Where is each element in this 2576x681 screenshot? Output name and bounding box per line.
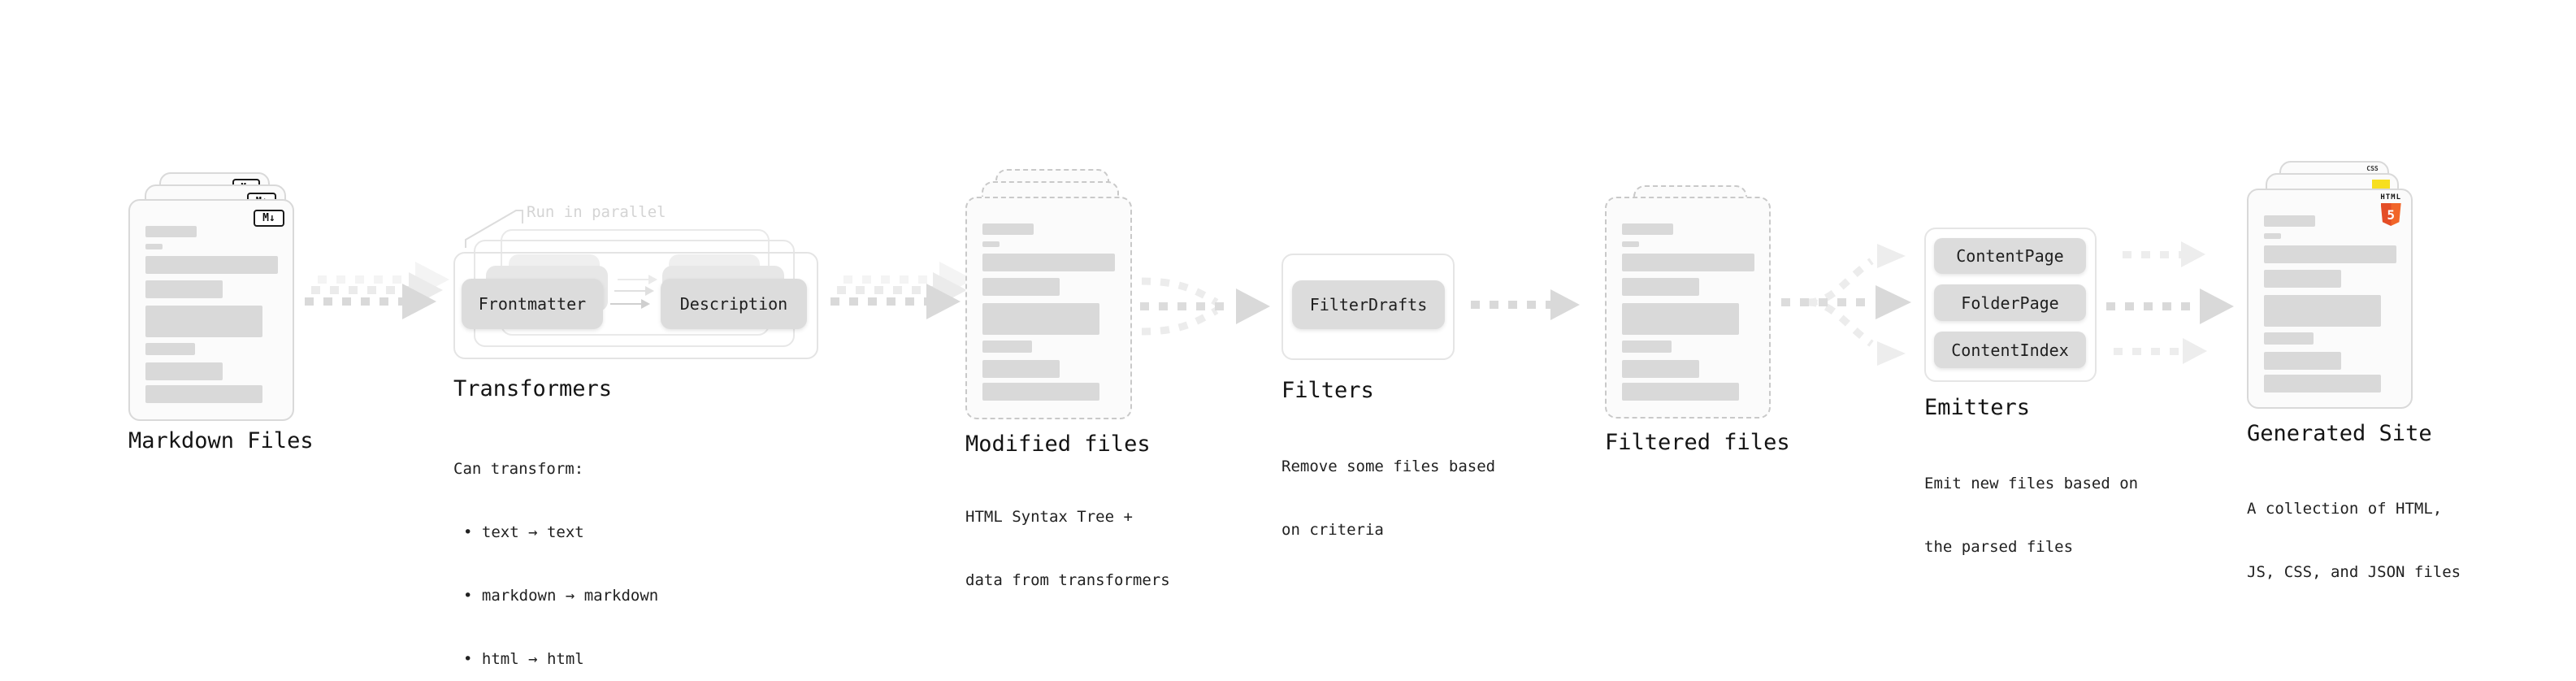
subtitle-line: Remove some files based bbox=[1281, 458, 1496, 475]
markdown-icon: M↓ bbox=[254, 210, 284, 227]
file-text-bar bbox=[2264, 352, 2341, 370]
transformer-frontmatter-box: Frontmatter bbox=[462, 279, 603, 329]
file-text-bar bbox=[1622, 241, 1639, 247]
file-text-bar bbox=[1622, 340, 1672, 353]
emitters-container bbox=[1924, 228, 2097, 382]
file-text-bar bbox=[982, 241, 1000, 247]
file-text-bar bbox=[2264, 245, 2396, 263]
subtitle-line: on criteria bbox=[1281, 521, 1384, 539]
flow-arrow-modified-to-filters bbox=[1140, 277, 1270, 336]
transformer-layer-front bbox=[453, 252, 818, 359]
transformers-description: Can transform: • text → text • markdown … bbox=[453, 416, 658, 681]
transform-arrow-ghost bbox=[614, 286, 654, 296]
emitter-output-arrow-middle bbox=[2106, 288, 2234, 324]
flow-arrow-filters-to-filtered bbox=[1471, 289, 1580, 320]
file-text-bar bbox=[2264, 270, 2341, 288]
file-text-bar bbox=[1622, 254, 1754, 271]
transform-arrow-ghost bbox=[618, 275, 657, 284]
flow-arrow-transformers-to-modified bbox=[830, 284, 961, 319]
markdown-files-title: Markdown Files bbox=[128, 428, 314, 453]
transformers-bullet: • text → text bbox=[463, 523, 584, 541]
run-in-parallel-leader-line bbox=[465, 210, 523, 248]
modified-files-subtitle: HTML Syntax Tree + data from transformer… bbox=[965, 464, 1170, 633]
file-text-bar bbox=[982, 223, 1034, 235]
subtitle-line: data from transformers bbox=[965, 571, 1170, 589]
generated-file-card: HTML 5 bbox=[2247, 189, 2413, 409]
transformers-title: Transformers bbox=[453, 376, 613, 401]
emitter-contentpage-box: ContentPage bbox=[1934, 238, 2086, 274]
subtitle-line: Emit new files based on bbox=[1924, 475, 2139, 492]
subtitle-line: the parsed files bbox=[1924, 538, 2074, 556]
filter-drafts-box: FilterDrafts bbox=[1292, 280, 1445, 329]
emitter-output-arrow-top bbox=[2123, 241, 2205, 267]
modified-file-card bbox=[965, 197, 1132, 419]
markdown-file-card: M↓ bbox=[128, 199, 294, 421]
html5-shield: 5 bbox=[2380, 203, 2401, 226]
subtitle-line: A collection of HTML, bbox=[2247, 500, 2443, 518]
file-text-bar bbox=[2264, 295, 2381, 327]
file-text-bar bbox=[2264, 233, 2281, 239]
file-text-bar bbox=[145, 306, 262, 337]
subtitle-line: HTML Syntax Tree + bbox=[965, 508, 1133, 526]
flow-arrow-filtered-to-emitters bbox=[1781, 244, 1911, 366]
file-text-bar bbox=[145, 362, 223, 380]
transformer-description-box: Description bbox=[661, 279, 807, 329]
file-text-bar bbox=[145, 385, 262, 403]
transform-arrow bbox=[610, 299, 650, 309]
html5-number: 5 bbox=[2387, 206, 2395, 223]
run-in-parallel-note: Run in parallel bbox=[527, 203, 666, 221]
file-text-bar bbox=[1622, 360, 1699, 378]
filtered-files-title: Filtered files bbox=[1605, 430, 1790, 455]
file-text-bar bbox=[982, 360, 1060, 378]
js-file-icon bbox=[2372, 180, 2390, 189]
html5-label: HTML bbox=[2380, 193, 2401, 202]
transformers-bullet: • markdown → markdown bbox=[463, 587, 659, 605]
emitters-title: Emitters bbox=[1924, 395, 2031, 420]
transformers-desc-line: Can transform: bbox=[453, 460, 584, 478]
html5-file-icon: HTML 5 bbox=[2380, 194, 2401, 226]
file-text-bar bbox=[982, 254, 1115, 271]
modified-files-title: Modified files bbox=[965, 432, 1151, 457]
emitters-subtitle: Emit new files based on the parsed files bbox=[1924, 431, 2138, 600]
file-text-bar bbox=[982, 278, 1060, 296]
file-text-bar bbox=[2264, 332, 2314, 345]
file-text-bar bbox=[982, 340, 1032, 353]
file-text-bar bbox=[2264, 215, 2315, 227]
file-text-bar bbox=[1622, 278, 1699, 296]
filters-title: Filters bbox=[1281, 378, 1374, 403]
file-text-bar bbox=[145, 343, 195, 355]
emitter-folderpage-box: FolderPage bbox=[1934, 284, 2086, 321]
file-text-bar bbox=[145, 256, 278, 274]
file-text-bar bbox=[145, 226, 197, 237]
file-text-bar bbox=[2264, 375, 2381, 393]
file-text-bar bbox=[982, 383, 1099, 401]
file-text-bar bbox=[1622, 223, 1673, 235]
css-label: CSS bbox=[2366, 165, 2379, 172]
subtitle-line: JS, CSS, and JSON files bbox=[2247, 563, 2461, 581]
filters-subtitle: Remove some files based on criteria bbox=[1281, 414, 1495, 583]
file-text-bar bbox=[1622, 383, 1739, 401]
emitter-contentindex-box: ContentIndex bbox=[1934, 332, 2086, 368]
filtered-file-card bbox=[1605, 197, 1771, 419]
flow-arrow-markdown-to-transformers bbox=[305, 284, 436, 319]
file-text-bar bbox=[145, 244, 163, 249]
transformers-bullet: • html → html bbox=[463, 650, 584, 668]
file-text-bar bbox=[982, 303, 1099, 335]
emitter-output-arrow-bottom bbox=[2114, 338, 2207, 364]
generated-site-subtitle: A collection of HTML, JS, CSS, and JSON … bbox=[2247, 456, 2461, 625]
filters-container bbox=[1281, 254, 1455, 360]
file-text-bar bbox=[145, 280, 223, 298]
generated-site-title: Generated Site bbox=[2247, 421, 2432, 446]
file-text-bar bbox=[1622, 303, 1739, 335]
